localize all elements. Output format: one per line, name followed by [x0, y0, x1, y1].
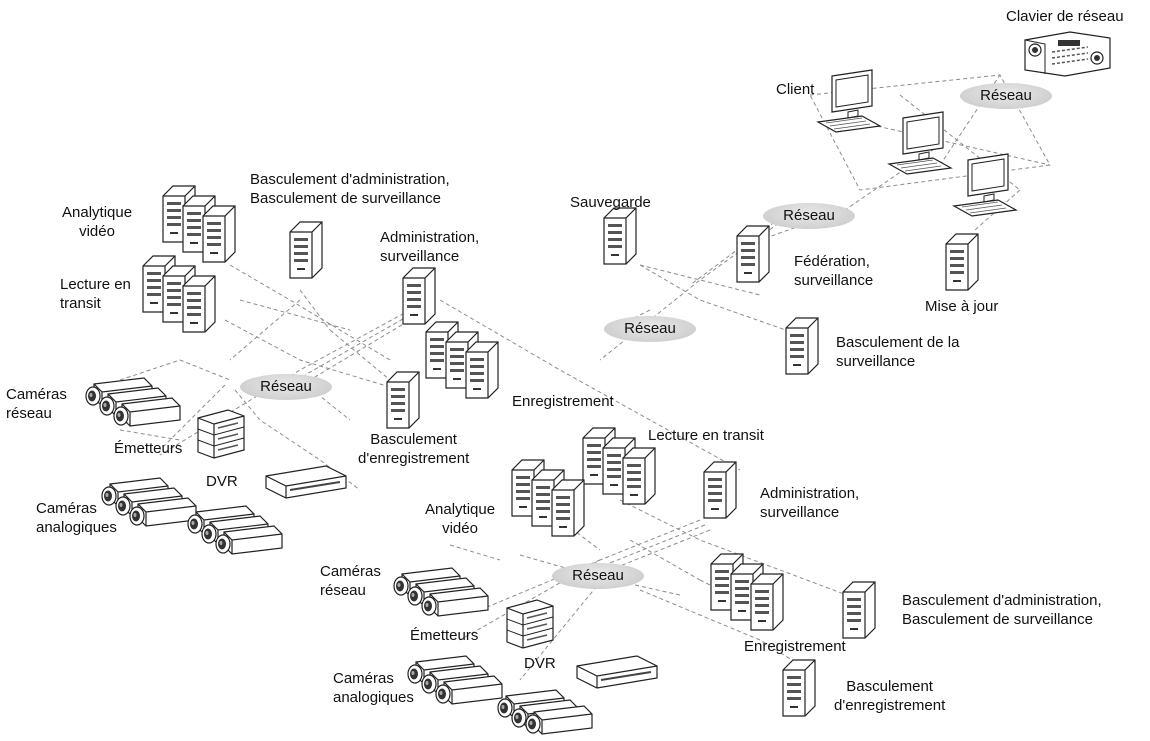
label-federation: Fédération, surveillance — [794, 253, 874, 289]
label-emetteurs-right: Émetteurs — [410, 627, 479, 644]
server-tower-icon — [782, 659, 816, 717]
label-cam-analog-left: Caméras analogiques — [36, 500, 117, 536]
label-cam-net-left: Caméras réseau — [6, 386, 67, 422]
dvr-icon — [265, 465, 347, 499]
label-admin-surv-right: Administration, surveillance — [760, 485, 860, 521]
label-switch-surv: Basculement de la surveillance — [836, 334, 960, 370]
monitor-icon — [888, 111, 952, 175]
network-cloud: Réseau — [960, 83, 1052, 109]
network-cloud: Réseau — [552, 563, 644, 589]
server-tower-icon — [551, 479, 585, 537]
server-tower-icon — [202, 205, 236, 263]
label-client: Client — [776, 81, 815, 98]
server-tower-icon — [289, 221, 323, 279]
server-tower-icon — [842, 581, 876, 639]
label-cam-net-right: Caméras réseau — [320, 563, 381, 599]
monitor-icon — [953, 153, 1017, 217]
server-tower-icon — [182, 275, 216, 333]
label-enreg-bottom: Enregistrement — [744, 638, 846, 655]
label-lecture-right: Lecture en transit — [648, 427, 764, 444]
label-analytics-right: Analytique vidéo — [425, 501, 496, 537]
label-analytics-left: Analytique vidéo — [62, 204, 133, 240]
keyboard-console-icon — [1024, 31, 1111, 77]
server-tower-icon — [386, 371, 420, 429]
server-tower-icon — [703, 461, 737, 519]
dvr-icon — [576, 655, 658, 689]
server-tower-icon — [465, 341, 499, 399]
label-mise-a-jour: Mise à jour — [925, 298, 999, 315]
label-lecture-left: Lecture en transit — [60, 276, 131, 312]
server-tower-icon — [785, 317, 819, 375]
label-sauvegarde: Sauvegarde — [570, 194, 651, 211]
label-keyboard: Clavier de réseau — [1006, 8, 1124, 25]
server-tower-icon — [945, 233, 979, 291]
server-tower-icon — [622, 447, 656, 505]
label-dvr-left: DVR — [206, 473, 238, 490]
monitor-icon — [817, 69, 881, 133]
label-admin-surv-top: Administration, surveillance — [380, 229, 480, 265]
label-rec-switch-right: Basculement d'enregistrement — [834, 678, 946, 714]
server-tower-icon — [750, 573, 784, 631]
label-admin-switch-top: Basculement d'administration, Basculemen… — [250, 171, 450, 207]
label-rec-switch-left: Basculement d'enregistrement — [358, 431, 470, 467]
label-cam-analog-right: Caméras analogiques — [333, 670, 414, 706]
network-cloud: Réseau — [763, 203, 855, 229]
label-admin-switch-bottom: Basculement d'administration, Basculemen… — [902, 592, 1102, 628]
network-cloud: Réseau — [604, 316, 696, 342]
server-tower-icon — [736, 225, 770, 283]
server-tower-icon — [402, 267, 436, 325]
label-emetteurs-left: Émetteurs — [114, 440, 183, 457]
network-cloud: Réseau — [240, 374, 332, 400]
server-tower-icon — [603, 207, 637, 265]
encoder-stack-icon — [506, 599, 554, 649]
label-dvr-right: DVR — [524, 655, 556, 672]
label-enreg-top: Enregistrement — [512, 393, 614, 410]
encoder-stack-icon — [197, 409, 245, 459]
